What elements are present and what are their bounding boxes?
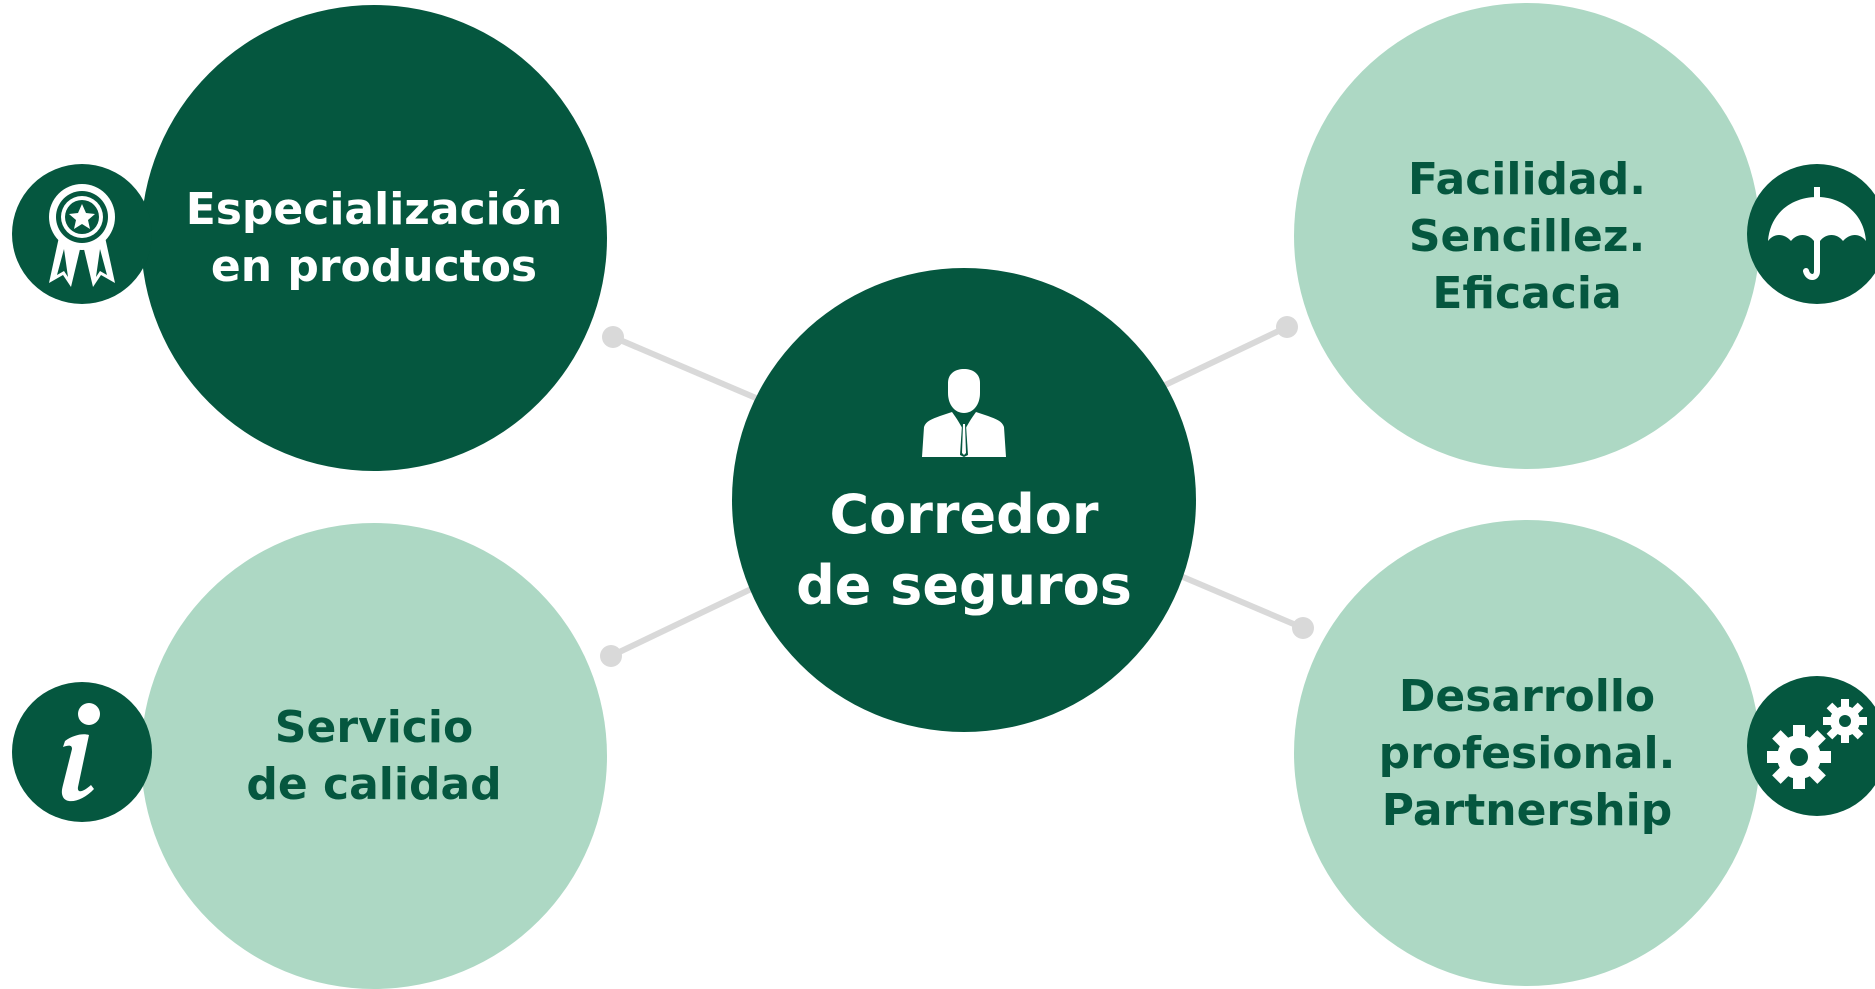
center-title-line1: Corredor	[829, 483, 1099, 546]
node-facilidad: Facilidad. Sencillez. Eficacia	[1294, 3, 1760, 469]
gears-icon	[1747, 676, 1875, 816]
node-servicio: Servicio de calidad	[141, 523, 607, 989]
connector-dot-especializacion	[602, 326, 624, 348]
node-desarrollo: Desarrollo profesional. Partnership	[1294, 520, 1760, 986]
award-ribbon-icon	[12, 164, 152, 304]
node-center-corredor: Corredor de seguros	[732, 268, 1196, 732]
node-facilidad-line2: Sencillez.	[1408, 210, 1646, 262]
connector-dot-servicio	[600, 645, 622, 667]
node-servicio-line2: de calidad	[246, 759, 502, 810]
node-desarrollo-line3: Partnership	[1381, 784, 1673, 836]
node-especializacion-line1: Especialización	[185, 184, 563, 235]
node-desarrollo-line2: profesional.	[1378, 727, 1676, 779]
center-title-line2: de seguros	[796, 554, 1132, 617]
umbrella-icon	[1747, 164, 1875, 304]
node-facilidad-line1: Facilidad.	[1408, 153, 1646, 205]
connector-especializacion	[611, 334, 772, 407]
connector-dot-facilidad	[1276, 316, 1298, 338]
node-especializacion: Especialización en productos	[141, 5, 607, 471]
node-servicio-line1: Servicio	[274, 702, 474, 753]
node-especializacion-line2: en productos	[210, 241, 538, 292]
node-desarrollo-line1: Desarrollo	[1398, 670, 1656, 722]
node-facilidad-line3: Eficacia	[1432, 267, 1622, 319]
connector-servicio	[609, 577, 772, 659]
businessman-icon	[918, 369, 1010, 461]
info-icon	[12, 682, 152, 822]
connector-dot-desarrollo	[1292, 617, 1314, 639]
